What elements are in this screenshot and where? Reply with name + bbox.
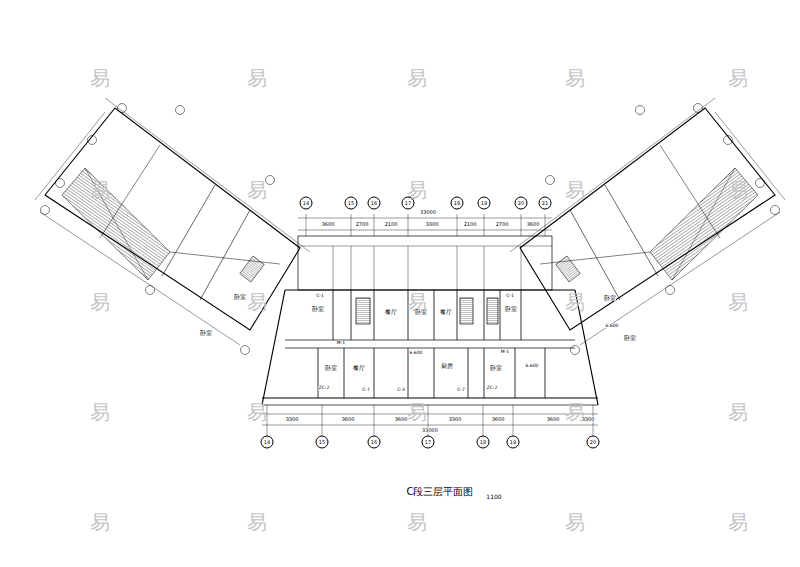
watermark: 易: [728, 292, 748, 312]
room-name: 厨房: [441, 363, 453, 369]
watermark: 易: [728, 68, 748, 88]
axis-number: 17: [402, 197, 415, 210]
room-name: 卧室: [234, 294, 246, 300]
axis-number: 16: [368, 436, 381, 449]
room-name: 卧室: [604, 295, 616, 301]
room-name: 餐厅: [440, 309, 452, 315]
dimension-text: 3300: [426, 222, 439, 227]
elevation-mark: 6.600: [410, 351, 423, 356]
door-window-tag: C-7: [362, 388, 370, 393]
dimension-text: 3600: [395, 417, 408, 422]
door-window-tag: C-3: [397, 388, 405, 393]
dimension-text: 3600: [342, 417, 355, 422]
watermark: 易: [247, 292, 267, 312]
dimension-text: 3300: [582, 417, 595, 422]
room-name: 餐厅: [353, 365, 365, 371]
axis-number: 18: [477, 436, 490, 449]
door-window-tag: M-1: [337, 341, 345, 346]
door-window-tag: ZC-2: [319, 386, 330, 391]
room-name: 卧室: [490, 365, 502, 371]
watermark: 易: [247, 512, 267, 532]
watermark: 易: [247, 68, 267, 88]
watermark: 易: [728, 512, 748, 532]
room-name: 卧室: [415, 309, 427, 315]
watermark: 易: [90, 512, 110, 532]
axis-number: 18: [451, 197, 464, 210]
dimension-text: 3600: [322, 222, 335, 227]
watermark: 易: [565, 512, 585, 532]
watermark: 易: [90, 402, 110, 422]
room-name: 卧室: [312, 306, 324, 312]
dimension-text: 3600: [527, 222, 540, 227]
room-name: 卧室: [624, 335, 636, 341]
watermark: 易: [565, 68, 585, 88]
watermark: 易: [565, 292, 585, 312]
door-window-tag: ZC-2: [487, 386, 498, 391]
watermark: 易: [728, 402, 748, 422]
dimension-text: 3600: [547, 417, 560, 422]
axis-number: 21: [539, 197, 552, 210]
dimension-text: 3300: [449, 417, 462, 422]
drawing-title: C段三层平面图: [407, 487, 474, 497]
elevation-mark: 6.600: [606, 324, 619, 329]
door-window-tag: C-1: [506, 294, 514, 299]
axis-number: 15: [316, 436, 329, 449]
watermark: 易: [407, 512, 427, 532]
axis-number: 14: [261, 436, 274, 449]
axis-number: 19: [478, 197, 491, 210]
watermark: 易: [247, 180, 267, 200]
axis-number: 16: [368, 197, 381, 210]
dimension-text: 2700: [496, 222, 509, 227]
axis-number: 15: [345, 197, 358, 210]
axis-number: 20: [587, 436, 600, 449]
watermark: 易: [407, 68, 427, 88]
door-window-tag: C-7: [457, 388, 465, 393]
watermark: 易: [565, 180, 585, 200]
axis-number: 20: [515, 197, 528, 210]
room-name: 卧室: [325, 365, 337, 371]
dimension-text: 2100: [464, 222, 477, 227]
room-name: 卧室: [200, 330, 212, 336]
scale-text: 1100: [486, 494, 501, 500]
dimension-text: 33000: [422, 428, 438, 433]
watermark: 易: [407, 402, 427, 422]
dimension-text: 33000: [420, 210, 436, 215]
axis-number: 14: [300, 197, 313, 210]
room-name: 餐厅: [385, 309, 397, 315]
watermark: 易: [247, 402, 267, 422]
elevation-mark: 6.600: [526, 364, 539, 369]
axis-number: 19: [507, 436, 520, 449]
axis-number: 17: [422, 436, 435, 449]
dimension-text: 3600: [492, 417, 505, 422]
dimension-text: 2700: [356, 222, 369, 227]
watermark: 易: [90, 68, 110, 88]
room-name: 卧室: [505, 306, 517, 312]
dimension-text: 3300: [286, 417, 299, 422]
watermark: 易: [90, 292, 110, 312]
watermark: 易: [90, 180, 110, 200]
door-window-tag: C-1: [316, 294, 324, 299]
dimension-text: 2100: [385, 222, 398, 227]
watermark: 易: [728, 180, 748, 200]
door-window-tag: M-1: [501, 350, 509, 355]
